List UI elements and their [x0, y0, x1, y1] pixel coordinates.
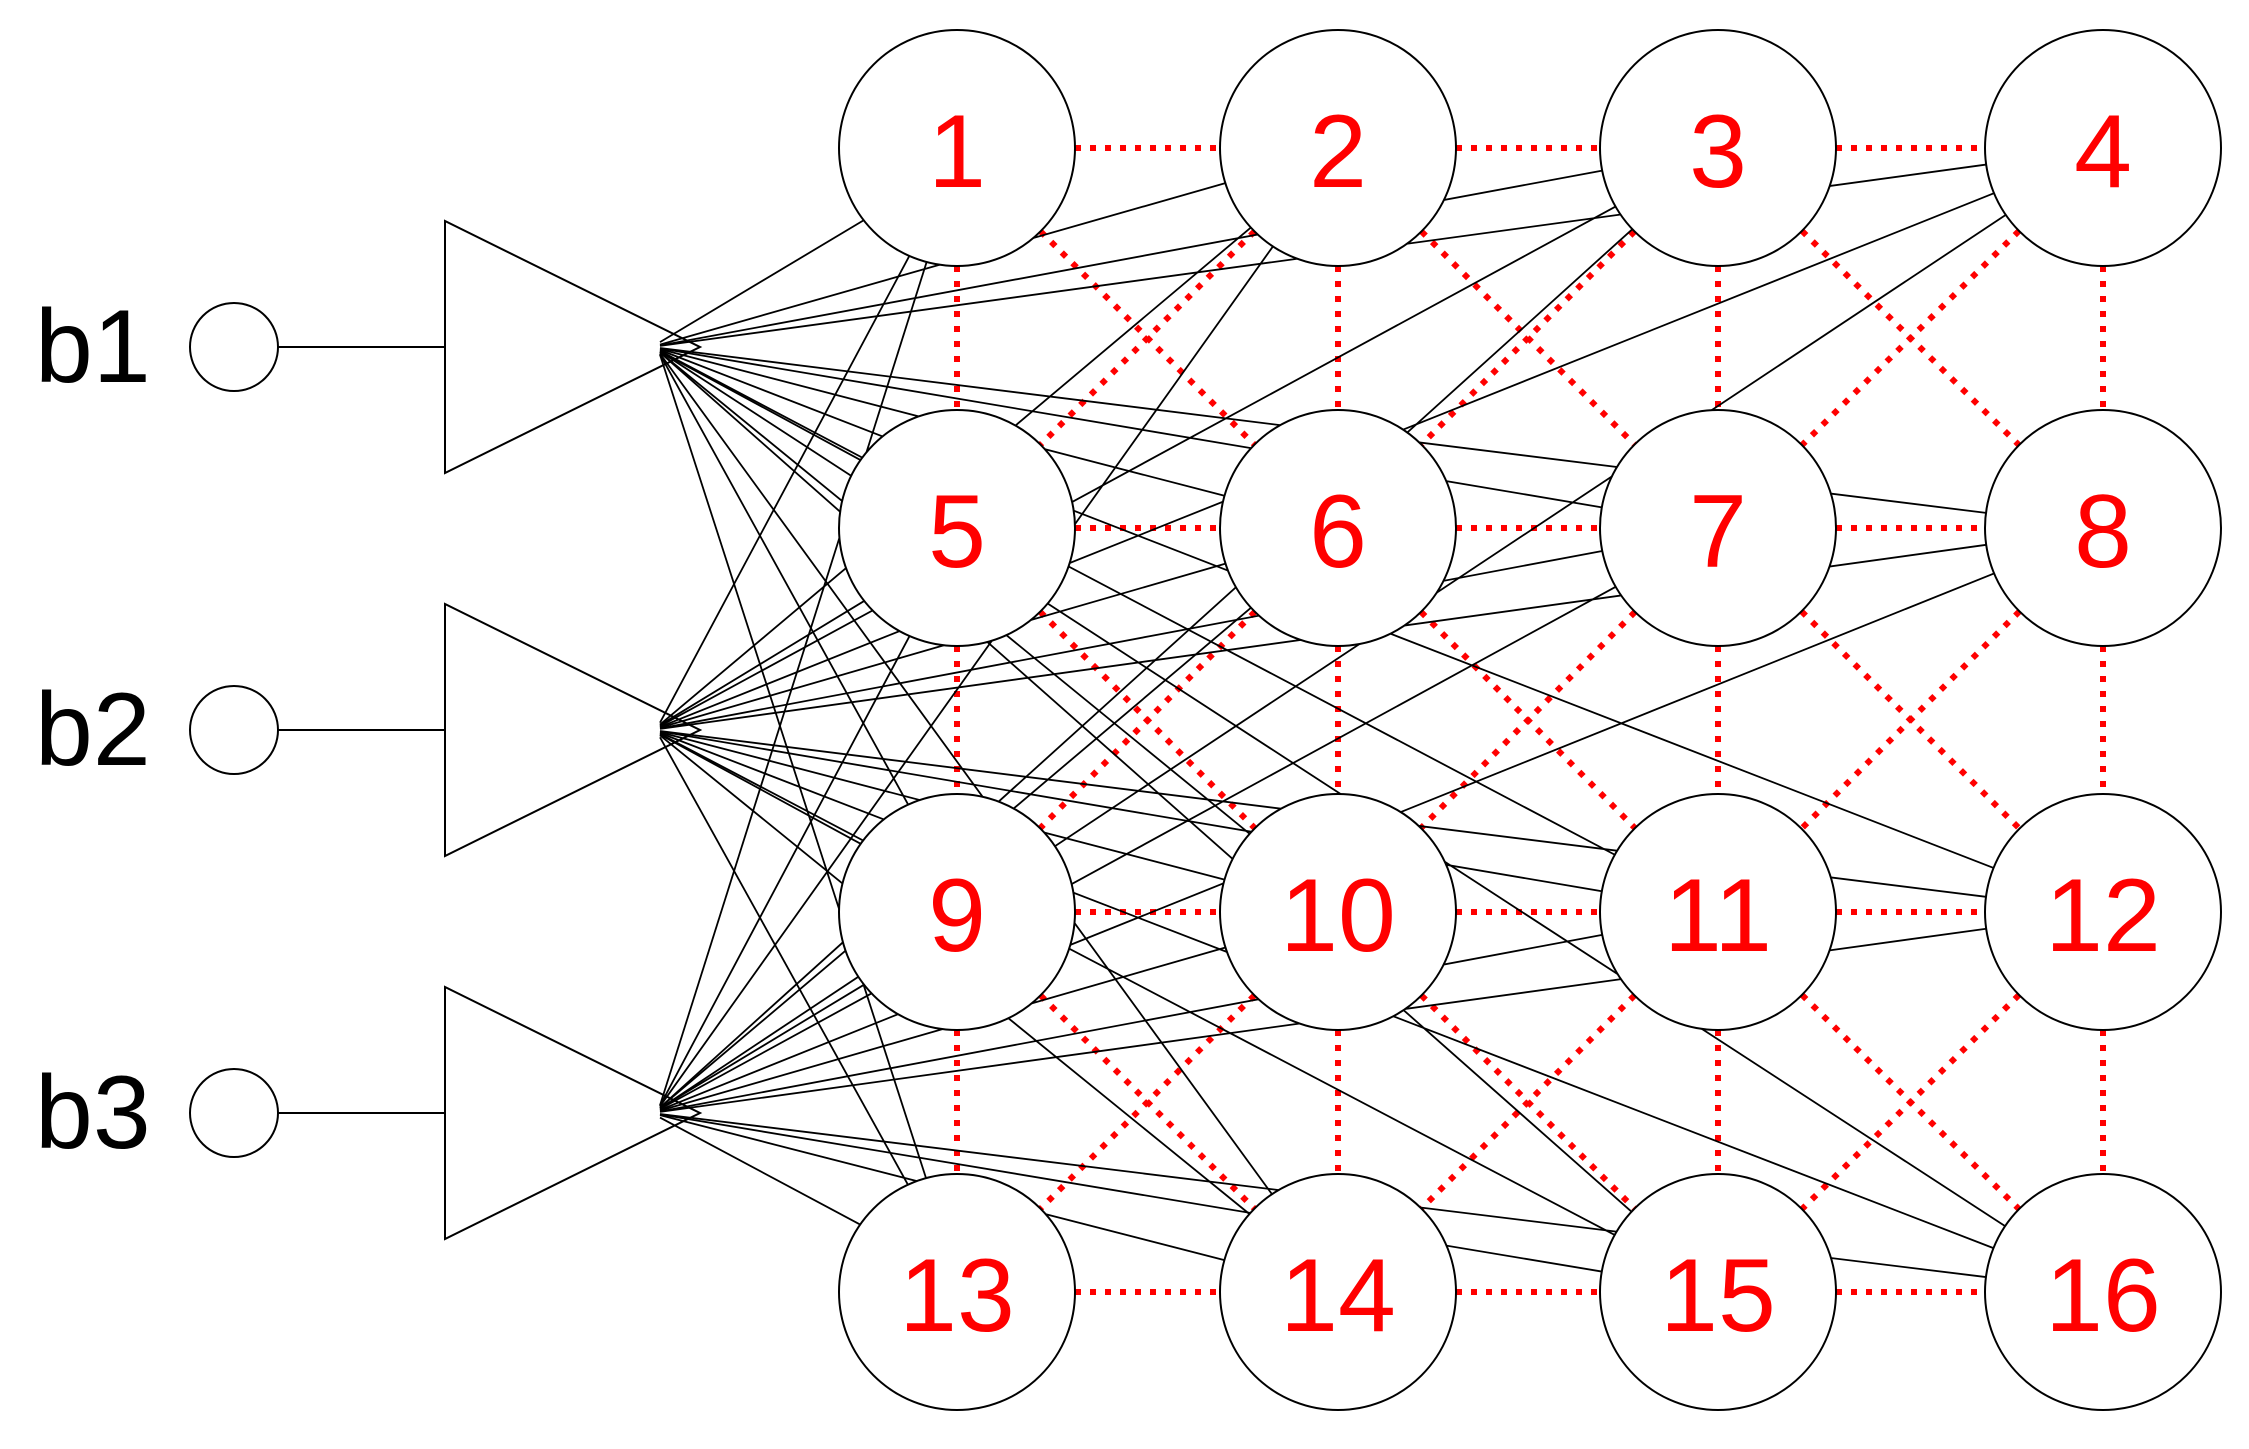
node-circle-1 — [838, 29, 1076, 267]
node-label-7: 7 — [1689, 474, 1747, 590]
node-label-14: 14 — [1280, 1238, 1396, 1354]
node-label-15: 15 — [1660, 1238, 1776, 1354]
node-circle-13 — [838, 1173, 1076, 1411]
node-1: 1 — [838, 29, 1076, 267]
feed-link-b2-5 — [659, 600, 865, 726]
node-circle-12 — [1984, 793, 2222, 1031]
lateral-link-12-15 — [1799, 992, 2022, 1212]
node-circle-10 — [1219, 793, 1457, 1031]
feed-link-b1-5 — [659, 350, 861, 461]
feed-link-b3-1 — [659, 261, 928, 1106]
input-label-b3: b3 — [35, 1055, 151, 1171]
lateral-link-3-6 — [1419, 229, 1637, 447]
node-circle-4 — [1984, 29, 2222, 267]
node-circle-11 — [1599, 793, 1837, 1031]
node-label-11: 11 — [1664, 858, 1772, 974]
feed-link-b2-13 — [659, 736, 909, 1186]
node-8: 8 — [1984, 409, 2222, 647]
node-circle-2 — [1219, 29, 1457, 267]
node-label-16: 16 — [2045, 1238, 2161, 1354]
input-unit-b1: b1 — [35, 219, 703, 475]
node-9: 9 — [838, 793, 1076, 1031]
feed-link-b3-11 — [659, 933, 1603, 1113]
feed-link-b3-3 — [659, 228, 1633, 1109]
node-label-4: 4 — [2074, 94, 2132, 210]
feed-link-b1-1 — [659, 219, 865, 343]
node-14: 14 — [1219, 1173, 1457, 1411]
node-circle-16 — [1984, 1173, 2222, 1411]
node-13: 13 — [838, 1173, 1076, 1411]
feed-link-b3-7 — [659, 586, 1617, 1110]
feed-link-b2-1 — [659, 255, 911, 724]
feed-link-b2-7 — [659, 550, 1603, 730]
node-circle-5 — [838, 409, 1076, 647]
input-terminal-b3 — [189, 1068, 279, 1158]
node-15: 15 — [1599, 1173, 1837, 1411]
lateral-links — [954, 145, 2106, 1295]
amplifier-b3 — [444, 985, 703, 1241]
amplifier-b2 — [444, 602, 703, 858]
node-3: 3 — [1599, 29, 1837, 267]
node-label-5: 5 — [928, 474, 986, 590]
input-label-b1: b1 — [35, 289, 151, 405]
node-label-2: 2 — [1309, 94, 1367, 210]
input-terminal-b2 — [189, 685, 279, 775]
amplifier-b1 — [444, 219, 703, 475]
input-units: b1 b2 b3 — [35, 219, 703, 1241]
node-6: 6 — [1219, 409, 1457, 647]
node-circle-6 — [1219, 409, 1457, 647]
feed-link-b3-13 — [659, 1116, 861, 1226]
node-circle-9 — [838, 793, 1076, 1031]
node-16: 16 — [1984, 1173, 2222, 1411]
node-circle-8 — [1984, 409, 2222, 647]
lateral-link-8-11 — [1799, 609, 2022, 831]
feed-link-b2-3 — [659, 205, 1616, 727]
feed-link-b1-9 — [659, 353, 909, 806]
feed-link-b3-9 — [659, 983, 865, 1109]
feed-link-b1-14 — [659, 353, 1273, 1195]
input-label-b2: b2 — [35, 672, 151, 788]
lateral-link-10-13 — [1038, 993, 1257, 1211]
input-unit-b2: b2 — [35, 602, 703, 858]
feed-link-b1-3 — [659, 169, 1603, 347]
node-5: 5 — [838, 409, 1076, 647]
node-circle-14 — [1219, 1173, 1457, 1411]
node-label-13: 13 — [899, 1238, 1015, 1354]
lateral-link-7-10 — [1418, 609, 1638, 831]
feed-link-b1-11 — [659, 350, 1616, 856]
feed-link-b1-15 — [659, 351, 1633, 1213]
node-7: 7 — [1599, 409, 1837, 647]
node-2: 2 — [1219, 29, 1457, 267]
node-circle-15 — [1599, 1173, 1837, 1411]
node-label-8: 8 — [2074, 474, 2132, 590]
node-label-9: 9 — [928, 858, 986, 974]
feed-link-b2-15 — [659, 733, 1616, 1236]
lateral-link-2-5 — [1038, 229, 1257, 447]
lateral-link-6-9 — [1037, 609, 1258, 831]
feed-link-b3-5 — [659, 635, 911, 1107]
node-circle-3 — [1599, 29, 1837, 267]
lateral-link-4-7 — [1799, 228, 2022, 448]
node-11: 11 — [1599, 793, 1837, 1031]
feed-link-b3-2 — [659, 245, 1274, 1107]
feed-links — [659, 163, 2007, 1278]
node-label-3: 3 — [1689, 94, 1747, 210]
input-unit-b3: b3 — [35, 985, 703, 1241]
node-circle-7 — [1599, 409, 1837, 647]
node-label-12: 12 — [2045, 858, 2161, 974]
node-label-1: 1 — [928, 94, 986, 210]
node-4: 4 — [1984, 29, 2222, 267]
node-10: 10 — [1219, 793, 1457, 1031]
lateral-link-11-14 — [1419, 993, 1637, 1211]
node-label-10: 10 — [1280, 858, 1396, 974]
node-12: 12 — [1984, 793, 2222, 1031]
node-label-6: 6 — [1309, 474, 1367, 590]
input-terminal-b1 — [189, 302, 279, 392]
